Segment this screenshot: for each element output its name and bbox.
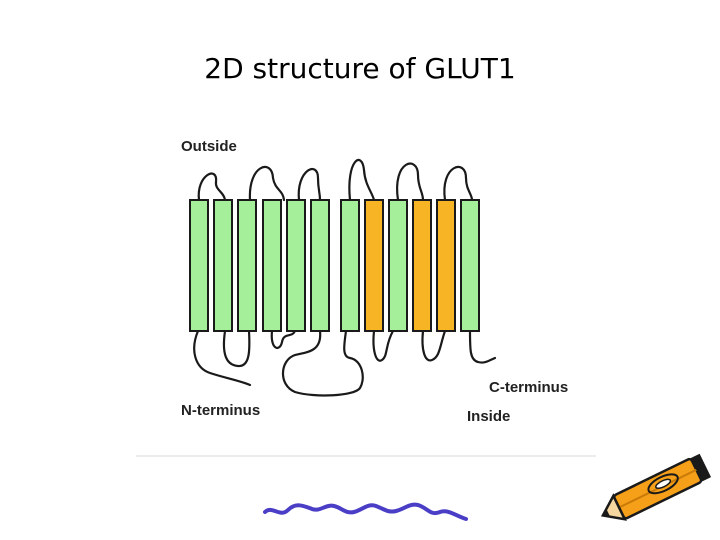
loop-6-7-large <box>281 329 364 397</box>
inside-label: Inside <box>467 408 510 425</box>
n-terminus-label: N-terminus <box>181 402 260 419</box>
helix-12 <box>460 199 480 332</box>
loop-7-8 <box>348 158 376 202</box>
slide-title: 2D structure of GLUT1 <box>204 52 516 85</box>
helix-11 <box>436 199 456 332</box>
c-terminus-label: C-terminus <box>489 379 568 396</box>
loop-10-11 <box>421 329 447 362</box>
loop-4-5 <box>270 329 297 350</box>
helix-1 <box>189 199 209 332</box>
helix-6 <box>310 199 330 332</box>
helix-9 <box>388 199 408 332</box>
loop-8-9 <box>372 329 395 362</box>
connecting-loops <box>193 158 497 397</box>
loop-9-10 <box>396 162 425 202</box>
helix-7 <box>340 199 360 332</box>
helix-8 <box>364 199 384 332</box>
helix-4 <box>262 199 282 332</box>
loop-11-12 <box>443 165 474 202</box>
pencil-icon <box>600 453 712 521</box>
helix-5 <box>286 199 306 332</box>
transmembrane-helices <box>189 199 480 332</box>
loop-2-3 <box>222 329 251 368</box>
outside-label: Outside <box>181 138 237 155</box>
c-terminus-tail <box>468 329 497 364</box>
n-terminus-tail <box>193 329 252 387</box>
helix-2 <box>213 199 233 332</box>
loop-3-4 <box>248 165 286 202</box>
loop-5-6 <box>297 167 322 202</box>
helix-3 <box>237 199 257 332</box>
helix-10 <box>412 199 432 332</box>
loop-1-2 <box>197 172 227 202</box>
scribble-decoration <box>263 502 468 521</box>
